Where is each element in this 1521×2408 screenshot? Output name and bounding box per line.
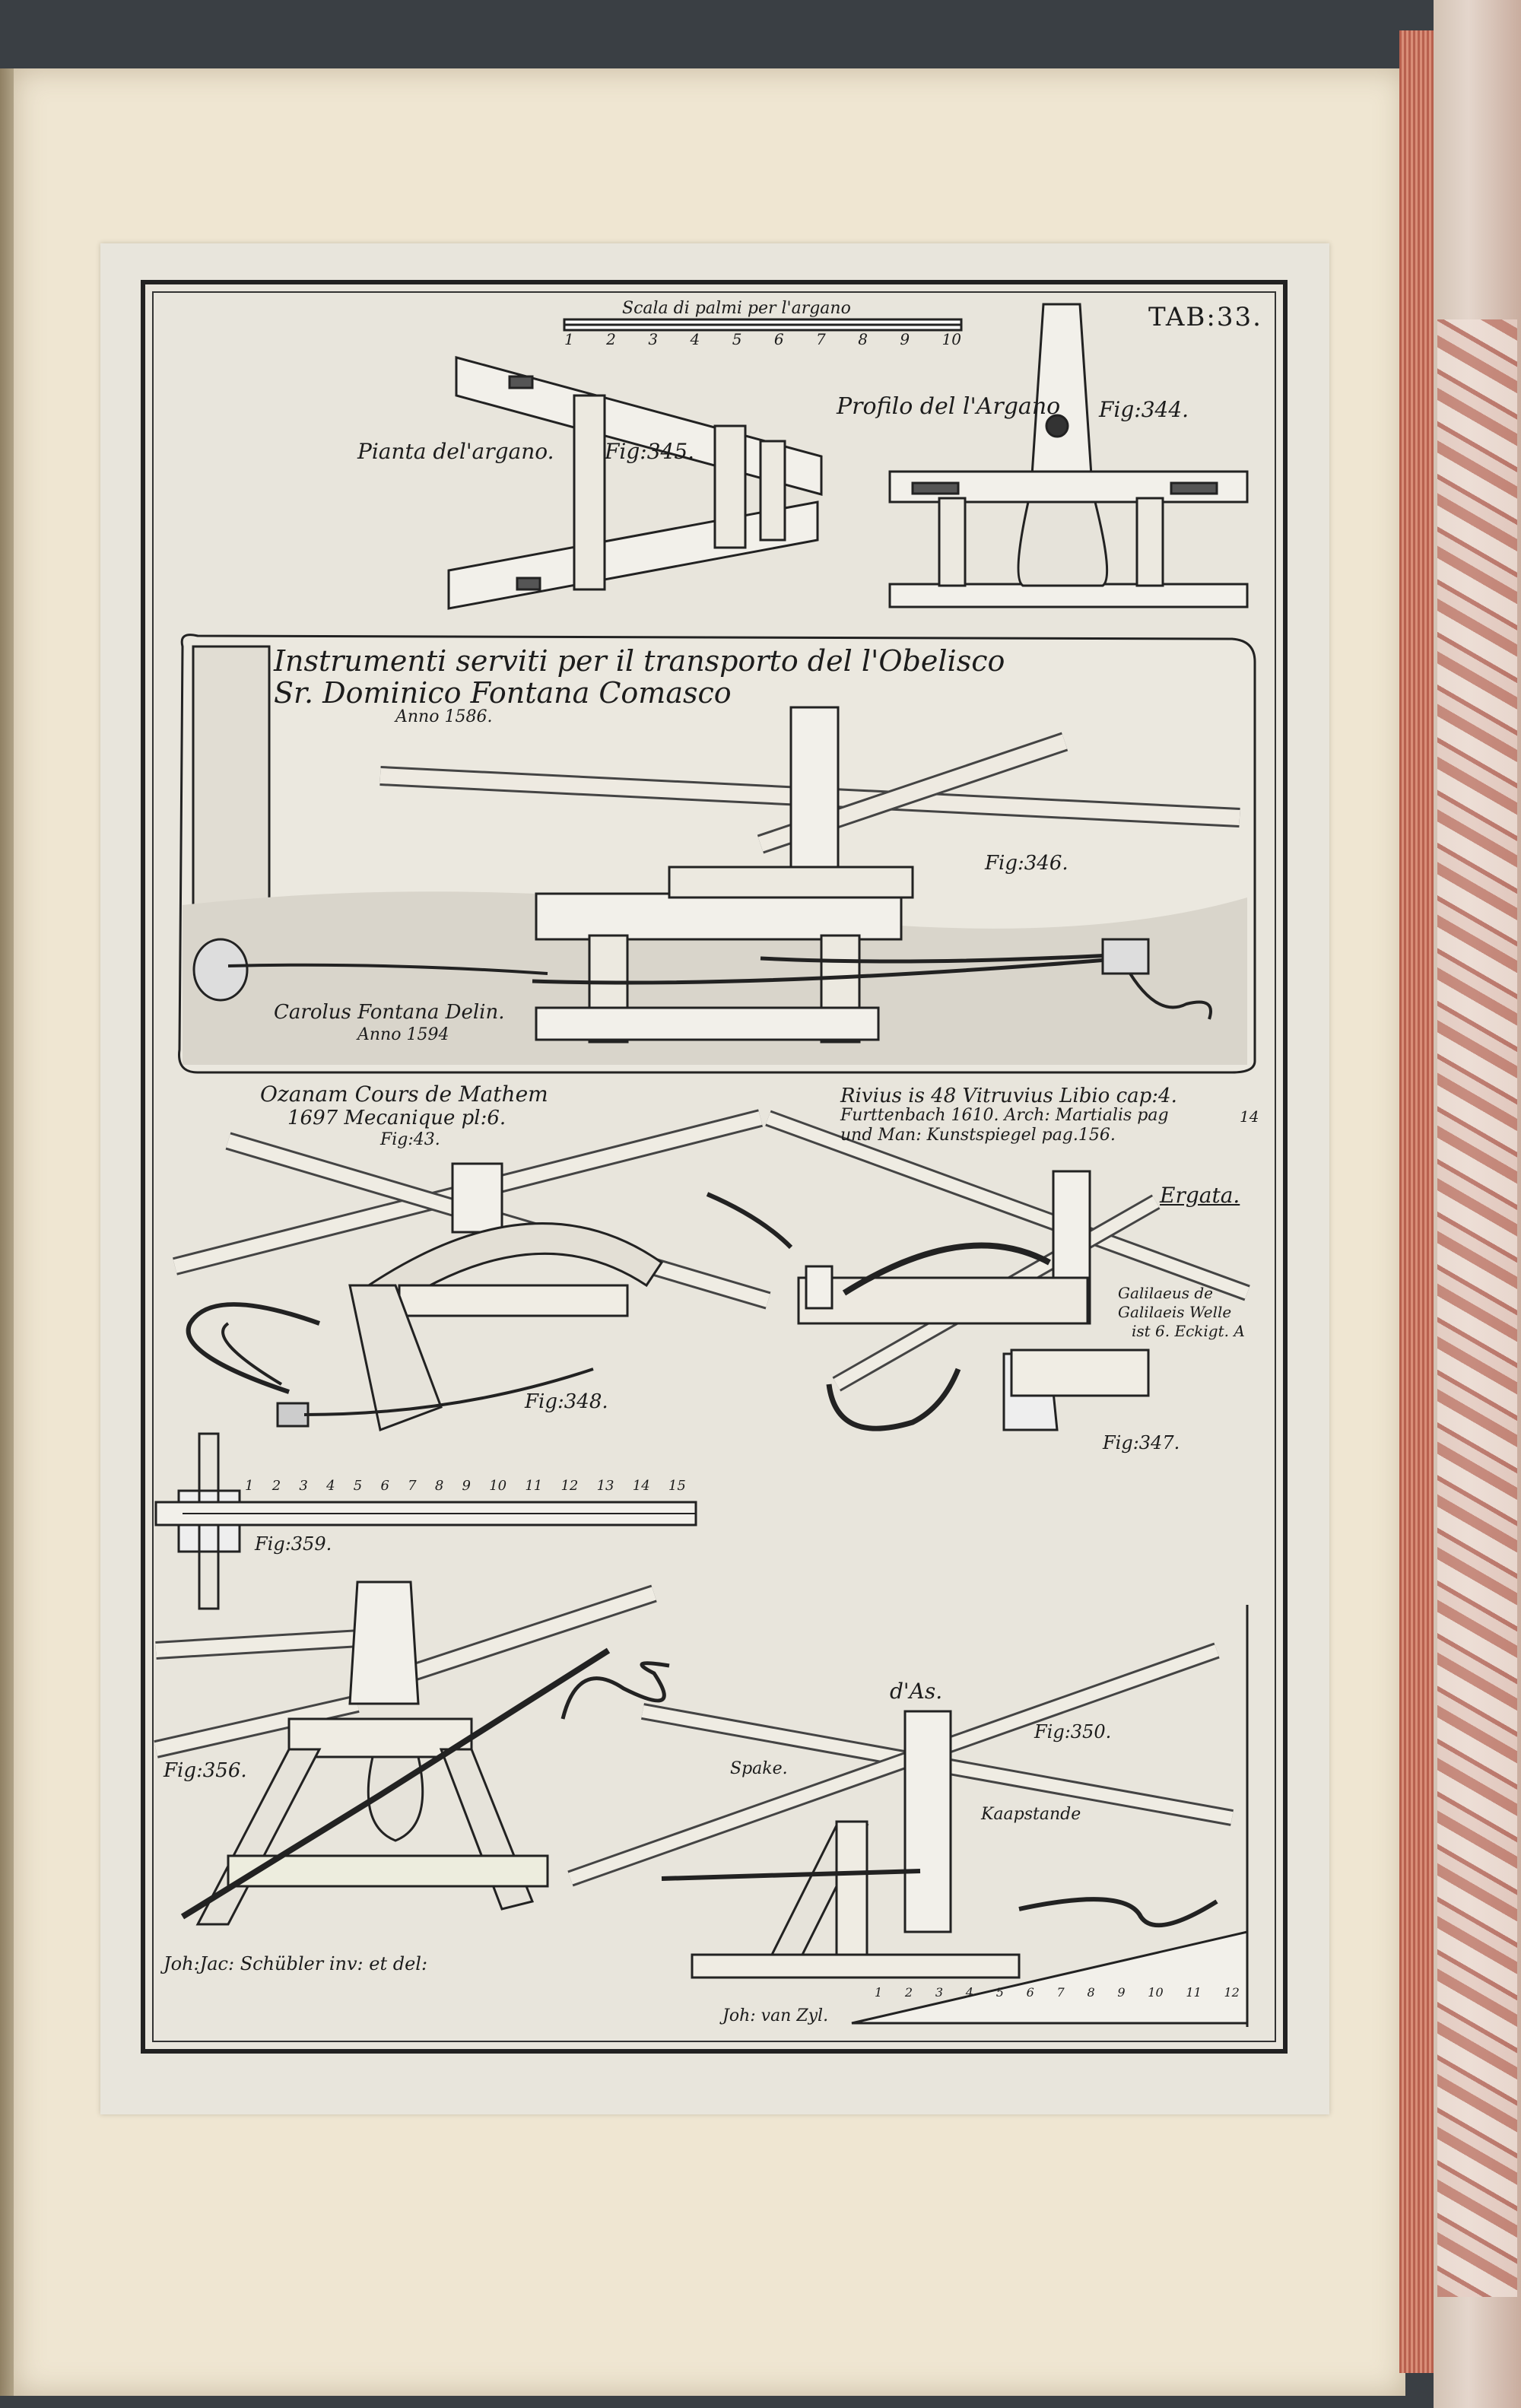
ruler-tick: 8 bbox=[434, 1478, 444, 1494]
palmi-scale-bar bbox=[563, 318, 963, 332]
fig345-plan-drawing bbox=[447, 356, 823, 610]
fig345-number: Fig:345. bbox=[605, 439, 695, 464]
engraver-signature: Joh:Jac: Schübler inv: et del: bbox=[164, 1953, 428, 1974]
fig348-ref2: 1697 Mecanique pl:6. bbox=[287, 1107, 506, 1129]
ruler-tick: 3 bbox=[299, 1478, 308, 1494]
ruler-tick: 10 bbox=[1148, 1985, 1164, 2000]
scale-tick: 7 bbox=[816, 330, 826, 348]
ruler-tick: 6 bbox=[380, 1478, 389, 1494]
ruler-tick: 1 bbox=[245, 1478, 254, 1494]
ruler-tick: 12 bbox=[560, 1478, 579, 1494]
ruler-tick: 13 bbox=[596, 1478, 614, 1494]
ruler-tick: 11 bbox=[525, 1478, 543, 1494]
scale-tick: 9 bbox=[900, 330, 910, 348]
page-edges bbox=[1399, 30, 1436, 2373]
fig344-number: Fig:344. bbox=[1099, 397, 1189, 422]
fig356-capstan-drawing bbox=[154, 1580, 670, 1926]
fig347-ref2: Furttenbach 1610. Arch: Martialis pag bbox=[840, 1106, 1169, 1125]
fig359-number: Fig:359. bbox=[255, 1533, 332, 1555]
fig348-capstan-drawing bbox=[173, 1109, 771, 1432]
fig347-ref1: Rivius is 48 Vitruvius Libio cap:4. bbox=[840, 1085, 1177, 1107]
ruler-tick: 1 bbox=[875, 1985, 883, 2000]
ruler-tick: 12 bbox=[1224, 1985, 1240, 2000]
ruler-tick: 15 bbox=[668, 1478, 686, 1494]
ruler-tick: 9 bbox=[462, 1478, 471, 1494]
fig347-ref3: und Man: Kunstspiegel pag.156. bbox=[840, 1126, 1116, 1145]
ruler-tick: 10 bbox=[489, 1478, 507, 1494]
ruler-tick: 5 bbox=[353, 1478, 363, 1494]
scale-tick: 2 bbox=[606, 330, 616, 348]
ruler-tick: 2 bbox=[904, 1985, 913, 2000]
fig348-ref3: Fig:43. bbox=[380, 1130, 440, 1149]
scale-tick: 6 bbox=[773, 330, 784, 348]
fig356-number: Fig:356. bbox=[164, 1759, 247, 1782]
fig348-ref1: Ozanam Cours de Mathem bbox=[260, 1082, 548, 1107]
ruler-tick: 6 bbox=[1026, 1985, 1034, 2000]
fig350-top-label: d'As. bbox=[890, 1679, 943, 1704]
fig346-title-line2: Sr. Dominico Fontana Comasco bbox=[274, 676, 732, 710]
ruler-tick: 9 bbox=[1117, 1985, 1126, 2000]
fig350-spake-label: Spake. bbox=[730, 1759, 788, 1778]
scale-ticks: 1 2 3 4 5 6 7 8 9 10 bbox=[564, 332, 961, 347]
fig359-ruler-drawing bbox=[154, 1432, 697, 1610]
fig346-year: Anno 1586. bbox=[395, 707, 493, 726]
fig344-label: Profilo del l'Argano bbox=[837, 393, 1061, 420]
fig350-ruler-ticks: 1 2 3 4 5 6 7 8 9 10 11 12 bbox=[875, 1987, 1240, 1999]
ruler-tick: 4 bbox=[326, 1478, 335, 1494]
scale-tick: 1 bbox=[564, 330, 574, 348]
ruler-tick: 14 bbox=[632, 1478, 650, 1494]
ruler-tick: 11 bbox=[1186, 1985, 1202, 2000]
fig347-note1: Galilaeus de bbox=[1118, 1284, 1213, 1302]
plate-frame bbox=[141, 280, 1288, 2054]
scale-tick: 5 bbox=[732, 330, 742, 348]
ruler-tick: 8 bbox=[1087, 1985, 1095, 2000]
fig344-profile-drawing bbox=[888, 303, 1249, 608]
fig350-number: Fig:350. bbox=[1034, 1721, 1112, 1742]
fig359-ruler-ticks: 1 2 3 4 5 6 7 8 9 10 11 12 13 14 15 bbox=[245, 1479, 686, 1493]
plate-number: TAB:33. bbox=[1148, 302, 1262, 332]
scale-tick: 10 bbox=[941, 330, 961, 348]
fig348-number: Fig:348. bbox=[525, 1390, 608, 1413]
fig346-number: Fig:346. bbox=[985, 852, 1069, 875]
fig346-artist: Carolus Fontana Delin. bbox=[274, 1001, 505, 1024]
scale-title: Scala di palmi per l'argano bbox=[622, 299, 851, 318]
fig345-label: Pianta del'argano. bbox=[357, 439, 554, 464]
fig350-engraver: Joh: van Zyl. bbox=[722, 2006, 829, 2025]
fig347-note3: ist 6. Eckigt. A bbox=[1132, 1322, 1245, 1340]
fig346-obelisk-capstan-panel bbox=[178, 634, 1256, 1074]
fig347-side-number: 14 bbox=[1240, 1107, 1259, 1126]
ruler-tick: 3 bbox=[935, 1985, 944, 2000]
fig350-kaapstande-label: Kaapstande bbox=[981, 1805, 1081, 1824]
fig346-artist-year: Anno 1594 bbox=[357, 1025, 449, 1044]
scale-tick: 4 bbox=[690, 330, 700, 348]
ruler-tick: 7 bbox=[408, 1478, 417, 1494]
scale-tick: 3 bbox=[648, 330, 659, 348]
fig347-number: Fig:347. bbox=[1103, 1432, 1180, 1453]
ruler-tick: 5 bbox=[995, 1985, 1004, 2000]
marbled-cover bbox=[1437, 319, 1517, 2297]
ruler-tick: 7 bbox=[1056, 1985, 1065, 2000]
fig350-kaapstande-drawing bbox=[567, 1642, 1249, 2025]
ruler-tick: 4 bbox=[965, 1985, 973, 2000]
fig347-term: Ergata. bbox=[1160, 1183, 1240, 1208]
scale-tick: 8 bbox=[858, 330, 868, 348]
fig346-title-line1: Instrumenti serviti per il transporto de… bbox=[274, 644, 1005, 678]
plate-frame-inner bbox=[152, 291, 1276, 2042]
fig347-note2: Galilaeis Welle bbox=[1118, 1303, 1232, 1321]
ruler-tick: 2 bbox=[271, 1478, 281, 1494]
fig347-ergata-drawing bbox=[706, 1110, 1250, 1431]
